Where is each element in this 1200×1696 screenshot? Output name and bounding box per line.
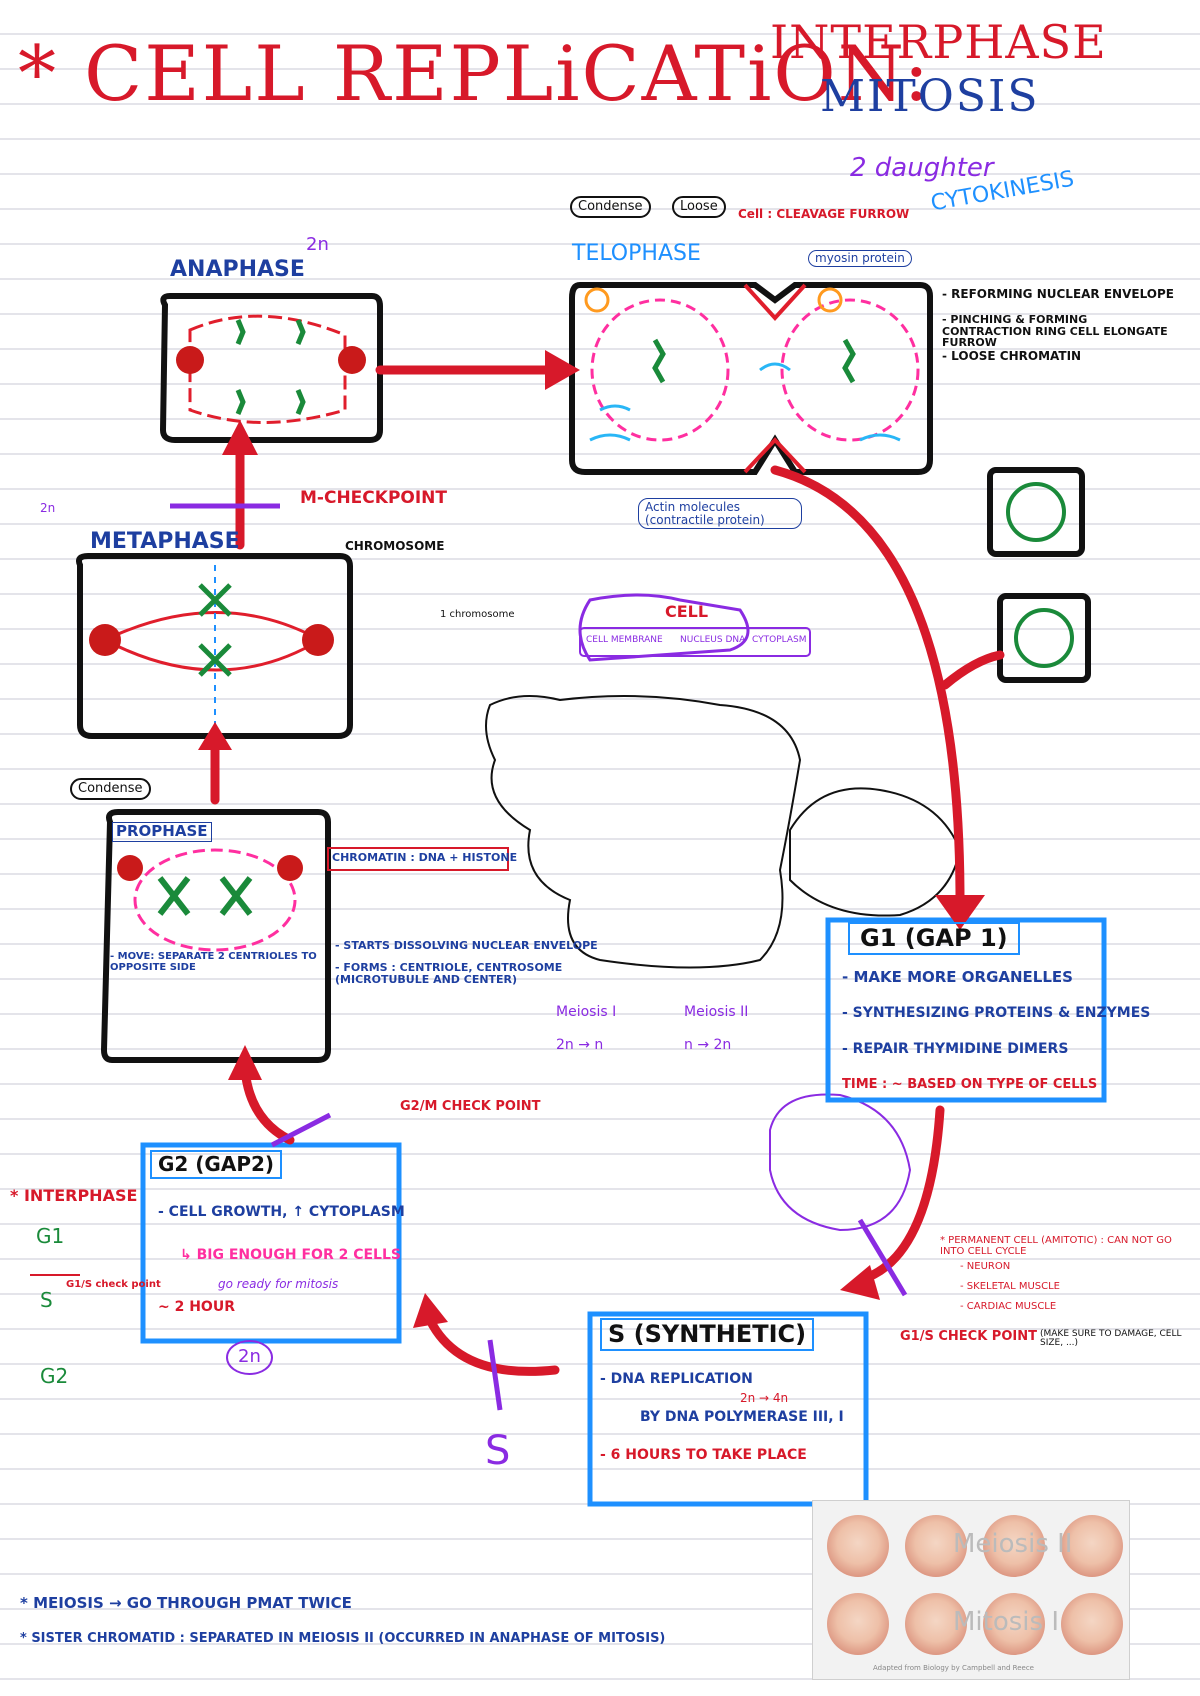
g2-2n-circle: 2n: [226, 1340, 273, 1375]
anaphase-label: ANAPHASE: [170, 257, 305, 282]
photo-cell: [905, 1593, 967, 1655]
photo-cell: [1061, 1593, 1123, 1655]
daughter-cells: [987, 467, 1091, 683]
prophase-cell: [100, 809, 331, 1063]
actin-label: Actin molecules (contractile protein): [638, 498, 802, 530]
prophase-note-1: - STARTS DISSOLVING NUCLEAR ENVELOPE: [335, 939, 598, 952]
s-note-2: 2n → 4n: [740, 1391, 789, 1405]
g2-time: ~ 2 HOUR: [158, 1299, 235, 1315]
m-checkpoint-left: 2n: [40, 501, 56, 515]
m-checkpoint-label: M-CHECKPOINT: [300, 488, 447, 508]
metaphase-cell: [76, 553, 353, 739]
skeletal-note: - SKELETAL MUSCLE: [960, 1281, 1060, 1292]
g1-side: G1: [36, 1224, 65, 1248]
one-chromosome-label: 1 chromosome: [440, 609, 515, 620]
prophase-note-3: - MOVE: SEPARATE 2 CENTRIOLES TO OPPOSIT…: [110, 951, 317, 973]
g2m-checkpoint-label: G2/M CHECK POINT: [400, 1099, 541, 1114]
footer-sister-chromatid: * SISTER CHROMATID : SEPARATED IN MEIOSI…: [20, 1631, 666, 1646]
g1s-side-label: G1/S check point: [66, 1279, 161, 1290]
g1s-checkpoint-bar: [857, 1218, 908, 1297]
g2-header: G2 (GAP2): [150, 1150, 283, 1179]
g1-note-2: - SYNTHESIZING PROTEINS & ENZYMES: [842, 1005, 1151, 1021]
photo-cell: [827, 1515, 889, 1577]
g1-note-3: - REPAIR THYMIDINE DIMERS: [842, 1041, 1069, 1057]
photo-row1-label: Meiosis II: [953, 1529, 1073, 1559]
g1-note-1: - MAKE MORE ORGANELLES: [842, 968, 1073, 986]
g2-go-ready: go ready for mitosis: [218, 1277, 339, 1291]
photo-credit: Adapted from Biology by Campbell and Ree…: [873, 1664, 1034, 1672]
footer-meiosis: * MEIOSIS → GO THROUGH PMAT TWICE: [20, 1594, 352, 1612]
s-header: S (SYNTHETIC): [600, 1318, 815, 1352]
page-title: * CELL REPLiCATiON:: [18, 29, 932, 118]
anaphase-cell: [159, 293, 383, 443]
g0-note: * PERMANENT CELL (AMITOTIC) : CAN NOT GO…: [940, 1235, 1172, 1257]
cytoplasm-label: CYTOPLASM: [752, 635, 807, 645]
chromosome-label: CHROMOSOME: [345, 539, 445, 553]
prophase-label: PROPHASE: [112, 822, 212, 842]
s-phase-blob: [769, 1093, 912, 1232]
prophase-note-2: - FORMS : CENTRIOLE, CENTROSOME (MICROTU…: [335, 961, 563, 986]
interphase-side-label: * INTERPHASE: [10, 1186, 138, 1205]
meiosis-1-label: Meiosis I: [556, 1004, 617, 1020]
g2-note-2: ↳ BIG ENOUGH FOR 2 CELLS: [180, 1247, 401, 1263]
cell-parts-box: [579, 627, 811, 657]
arrow-heads: [198, 350, 985, 1328]
telophase-cell: [569, 282, 933, 475]
g2-side: G2: [40, 1364, 69, 1388]
condense-top-label: Condense: [570, 196, 651, 218]
myosin-label: myosin protein: [808, 250, 912, 267]
photo-cell: [983, 1593, 1045, 1655]
metaphase-label: METAPHASE: [90, 529, 240, 554]
s-side: S: [40, 1288, 53, 1312]
cleavage-label: Cell : CLEAVAGE FURROW: [738, 207, 910, 221]
g1-header: G1 (GAP 1): [848, 922, 1020, 956]
meiosis-1-ratio: 2n → n: [556, 1037, 604, 1053]
cell-label: CELL: [665, 602, 709, 621]
photo-cell: [983, 1515, 1045, 1577]
g2m-checkpoint-bar: [270, 1112, 332, 1148]
cardiac-note: - CARDIAC MUSCLE: [960, 1301, 1057, 1312]
telophase-note-2: - PINCHING & FORMING CONTRACTION RING CE…: [942, 313, 1168, 350]
meiosis-2-ratio: n → 2n: [684, 1037, 732, 1053]
s-checkpoint-bar: [487, 1339, 503, 1411]
s-note-4: - 6 HOURS TO TAKE PLACE: [600, 1447, 807, 1463]
photo-cell: [827, 1593, 889, 1655]
telophase-note-3: - LOOSE CHROMATIN: [942, 349, 1082, 363]
cycle-arrows: [210, 365, 1005, 1376]
title-interphase: INTERPHASE: [770, 15, 1107, 69]
g2-box: [140, 1142, 402, 1344]
anaphase-2n: 2n: [306, 234, 329, 255]
telophase-label: TELOPHASE: [572, 241, 701, 266]
g2-note-1: - CELL GROWTH, ↑ CYTOPLASM: [158, 1204, 405, 1220]
loose-top-label: Loose: [672, 196, 726, 218]
s-box: [587, 1311, 869, 1507]
condense-left-label: Condense: [70, 778, 151, 800]
s-note-3: BY DNA POLYMERASE III, I: [640, 1409, 844, 1425]
nucleus-dna-label: NUCLEUS DNA: [680, 635, 746, 645]
meiosis-2-label: Meiosis II: [684, 1004, 749, 1020]
meiosis-blob: [485, 695, 802, 969]
telophase-note-1: - REFORMING NUCLEAR ENVELOPE: [942, 287, 1174, 301]
g1s-checkpoint-label: G1/S CHECK POINT: [900, 1329, 1037, 1344]
photo-cell: [905, 1515, 967, 1577]
meiosis-photo-inset: Meiosis II Mitosis I Adapted from Biolog…: [812, 1500, 1130, 1680]
photo-row2-label: Mitosis I: [953, 1607, 1060, 1637]
neuron-note: - NEURON: [960, 1261, 1011, 1272]
chromatin-label: CHROMATIN : DNA + HISTONE: [332, 851, 518, 864]
title-mitosis: MITOSIS: [820, 71, 1040, 122]
photo-cell: [1061, 1515, 1123, 1577]
cell-membrane-label: CELL MEMBRANE: [586, 635, 663, 645]
s-note-1: - DNA REPLICATION: [600, 1371, 753, 1387]
g1-cell-blob: [789, 787, 962, 917]
s-arrow-label: S: [485, 1428, 511, 1474]
g1s-checkpoint-note: (MAKE SURE TO DAMAGE, CELL SIZE, ...): [1040, 1329, 1182, 1349]
two-daughter-label: 2 daughter: [850, 153, 994, 183]
chromatin-box: [327, 847, 509, 871]
g1-time: TIME : ~ BASED ON TYPE OF CELLS: [842, 1077, 1098, 1092]
